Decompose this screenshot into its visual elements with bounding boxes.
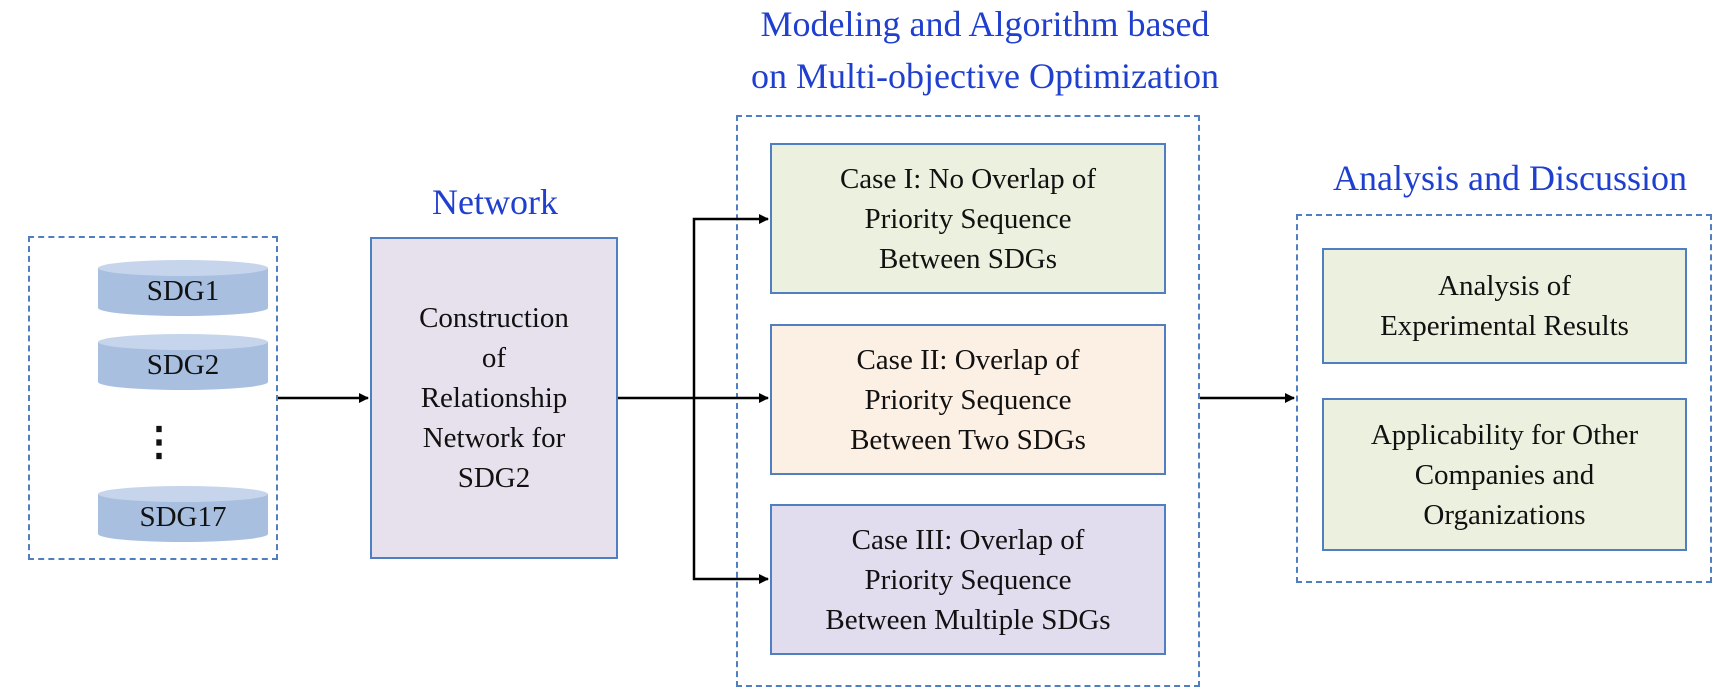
heading-analysis: Analysis and Discussion [1333,158,1687,198]
network-box: Construction of Relationship Network for… [370,237,618,559]
sdg-label-2: SDG2 [146,349,220,381]
network-box-text: Construction of Relationship Network for… [419,298,569,498]
analysis-1-line-1: Analysis of [1438,270,1571,302]
analysis-2-line-3: Organizations [1423,498,1586,531]
case-1-line-3: Between SDGs [878,242,1057,275]
sdg-cylinder-17: SDG17 [98,486,268,542]
network-line-4: Network for [422,422,566,454]
case-1-line-2: Priority Sequence [864,202,1072,235]
analysis-results-box: Analysis of Experimental Results [1322,248,1687,364]
case-3-line-2: Priority Sequence [864,563,1072,596]
case-2-line-1: Case II: Overlap of [856,343,1080,376]
sdg-cylinder-2: SDG2 [98,334,268,390]
network-line-3: Relationship [420,382,568,414]
analysis-1-line-2: Experimental Results [1380,310,1629,342]
analysis-2-line-1: Applicability for Other [1370,418,1639,451]
case-1-box: Case I: No Overlap of Priority Sequence … [770,143,1166,294]
case-2-line-2: Priority Sequence [864,383,1072,416]
analysis-container [1296,214,1712,583]
case-3-box: Case III: Overlap of Priority Sequence B… [770,504,1166,655]
network-line-1: Construction [419,302,569,334]
sdg-cylinder-1: SDG1 [98,260,268,316]
sdg-container: SDG1 SDG2 SDG17 [28,236,278,560]
network-line-2: of [481,342,507,374]
heading-modeling-line2: on Multi-objective Optimization [751,56,1219,96]
case-1-line-1: Case I: No Overlap of [839,162,1097,195]
heading-modeling-line1: Modeling and Algorithm based [760,4,1210,44]
case-3-line-3: Between Multiple SDGs [825,603,1111,636]
analysis-2-line-2: Companies and [1414,458,1595,491]
case-2-line-3: Between Two SDGs [850,423,1086,456]
network-line-5: SDG2 [457,462,531,494]
arrow-network-to-case-1 [692,214,769,398]
sdg-label-17: SDG17 [139,501,227,533]
applicability-box: Applicability for Other Companies and Or… [1322,398,1687,551]
case-3-line-1: Case III: Overlap of [851,523,1085,556]
heading-network: Network [432,182,558,222]
case-2-box: Case II: Overlap of Priority Sequence Be… [770,324,1166,475]
arrow-network-to-case-3 [692,398,769,584]
sdg-label-1: SDG1 [146,275,220,307]
modeling-container [736,115,1200,687]
